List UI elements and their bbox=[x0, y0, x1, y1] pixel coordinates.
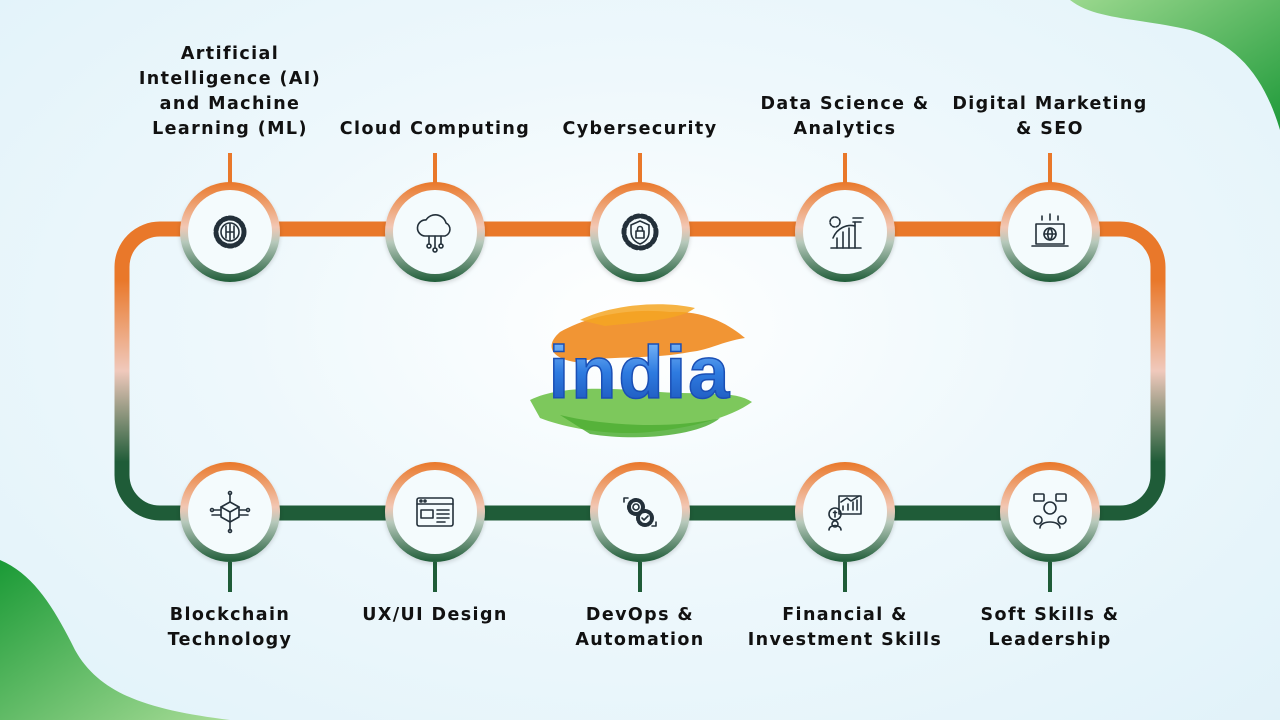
bottom-connector-stem bbox=[638, 562, 642, 592]
ui-layout-icon bbox=[416, 497, 454, 527]
bottom-node-2 bbox=[385, 462, 485, 562]
blockchain-cube-icon bbox=[209, 490, 251, 534]
top-label-2: Cloud Computing bbox=[335, 40, 535, 142]
top-node-1 bbox=[180, 182, 280, 282]
top-connector-stem bbox=[1048, 153, 1052, 183]
node-icon-holder bbox=[393, 470, 477, 554]
devops-gears-icon bbox=[623, 497, 657, 527]
india-logo: india bbox=[530, 304, 752, 438]
top-node-2 bbox=[385, 182, 485, 282]
bottom-connector-stem bbox=[1048, 562, 1052, 592]
node-icon-holder bbox=[1008, 190, 1092, 274]
top-label-3: Cybersecurity bbox=[540, 40, 740, 142]
skill-label-text: Financial & Investment Skills bbox=[747, 605, 943, 650]
node-icon-holder bbox=[188, 470, 272, 554]
finance-investment-icon bbox=[828, 495, 862, 531]
top-connector-stem bbox=[638, 153, 642, 183]
corner-wave-top-right bbox=[1070, 0, 1280, 130]
node-icon-holder bbox=[598, 470, 682, 554]
bottom-label-1: Blockchain Technology bbox=[130, 603, 330, 653]
bottom-node-4 bbox=[795, 462, 895, 562]
top-label-1: Artificial Intelligence (AI) and Machine… bbox=[130, 40, 330, 142]
node-icon-holder bbox=[188, 190, 272, 274]
bottom-label-3: DevOps & Automation bbox=[540, 603, 740, 653]
bottom-connector-stem bbox=[843, 562, 847, 592]
bottom-label-2: UX/UI Design bbox=[335, 603, 535, 628]
node-icon-holder bbox=[803, 470, 887, 554]
india-logo-text: india bbox=[549, 331, 732, 414]
skill-label-text: DevOps & Automation bbox=[575, 605, 705, 650]
node-icon-holder bbox=[393, 190, 477, 274]
data-analytics-chart-icon bbox=[829, 216, 864, 249]
top-label-5: Digital Marketing & SEO bbox=[950, 40, 1150, 142]
skill-label-text: Artificial Intelligence (AI) and Machine… bbox=[138, 44, 322, 139]
bottom-node-3 bbox=[590, 462, 690, 562]
top-label-4: Data Science & Analytics bbox=[745, 40, 945, 142]
bottom-label-4: Financial & Investment Skills bbox=[745, 603, 945, 653]
bottom-node-5 bbox=[1000, 462, 1100, 562]
top-node-5 bbox=[1000, 182, 1100, 282]
top-node-3 bbox=[590, 182, 690, 282]
top-connector-stem bbox=[433, 153, 437, 183]
skill-label-text: Cloud Computing bbox=[339, 119, 531, 139]
bottom-connector-stem bbox=[228, 562, 232, 592]
ai-brain-gear-icon bbox=[213, 215, 247, 249]
skill-label-text: UX/UI Design bbox=[362, 605, 508, 625]
bottom-connector-stem bbox=[433, 562, 437, 592]
digital-marketing-globe-icon bbox=[1031, 213, 1069, 247]
bottom-label-5: Soft Skills & Leadership bbox=[950, 603, 1150, 653]
corner-wave-bottom-left bbox=[0, 560, 230, 720]
top-connector-stem bbox=[843, 153, 847, 183]
skill-label-text: Cybersecurity bbox=[562, 119, 718, 139]
leadership-person-icon bbox=[1033, 493, 1067, 529]
skill-label-text: Data Science & Analytics bbox=[760, 94, 930, 139]
node-icon-holder bbox=[598, 190, 682, 274]
node-icon-holder bbox=[1008, 470, 1092, 554]
skill-label-text: Soft Skills & Leadership bbox=[980, 605, 1120, 650]
security-gear-lock-icon bbox=[621, 213, 659, 251]
skill-label-text: Digital Marketing & SEO bbox=[952, 94, 1148, 139]
bottom-node-1 bbox=[180, 462, 280, 562]
top-node-4 bbox=[795, 182, 895, 282]
top-connector-stem bbox=[228, 153, 232, 183]
cloud-network-icon bbox=[416, 214, 451, 253]
skill-label-text: Blockchain Technology bbox=[167, 605, 293, 650]
node-icon-holder bbox=[803, 190, 887, 274]
